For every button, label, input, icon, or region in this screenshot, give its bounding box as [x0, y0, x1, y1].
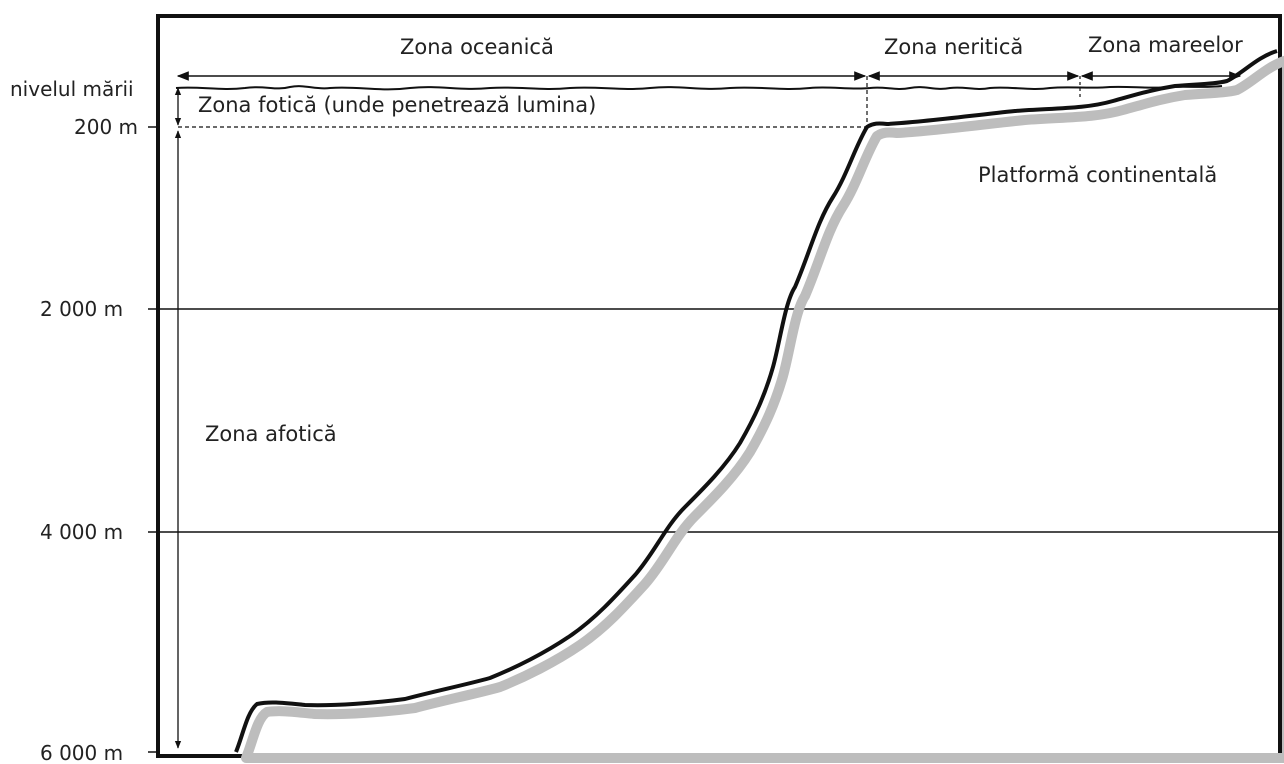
- continental-shelf-label: Platformă continentală: [978, 163, 1217, 187]
- seabed-profile: [234, 49, 1278, 753]
- oceanic-zone-label: Zona oceanică: [400, 35, 554, 59]
- seabed-shadow: [241, 55, 1284, 763]
- depth-label-2000: 2 000 m: [40, 297, 123, 321]
- photic-zone-label: Zona fotică (unde penetrează lumina): [198, 93, 596, 117]
- neritic-zone-label: Zona neritică: [884, 35, 1023, 59]
- depth-label-4000: 4 000 m: [40, 520, 123, 544]
- aphotic-zone-label: Zona afotică: [205, 422, 337, 446]
- tidal-zone-label: Zona mareelor: [1088, 33, 1243, 57]
- depth-label-6000: 6 000 m: [40, 741, 123, 764]
- depth-label-200: 200 m: [74, 115, 138, 139]
- depth-label-sea-level: nivelul mării: [10, 77, 134, 101]
- sea-surface: [175, 85, 1223, 91]
